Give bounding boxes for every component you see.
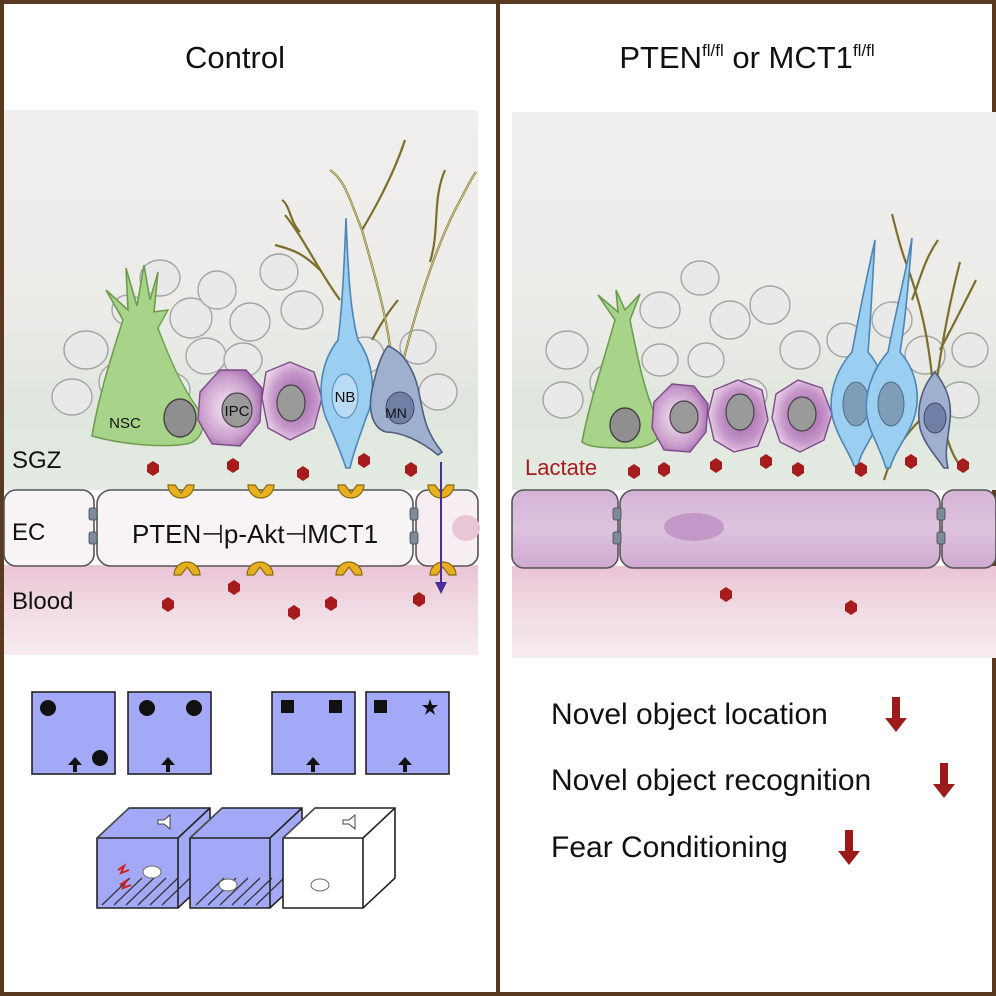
fear-conditioning-chambers bbox=[96, 807, 396, 909]
right-niche-diagram: Lactate bbox=[511, 112, 996, 658]
left-sgz-lactate-molecules bbox=[147, 453, 417, 481]
mct1-transporters bbox=[167, 484, 457, 576]
fear-conditioning-context-chamber bbox=[189, 807, 303, 909]
right-intermediate-progenitor-cells bbox=[651, 379, 833, 453]
right-granule-cells bbox=[542, 260, 989, 419]
intermediate-progenitor-cells: IPC bbox=[197, 361, 323, 447]
right-neural-stem-cell bbox=[581, 289, 663, 449]
sgz-layer-label: SGZ bbox=[12, 447, 61, 474]
ec-layer-label: EC bbox=[12, 519, 45, 546]
mn-label: MN bbox=[385, 405, 407, 421]
mature-neuron: MN bbox=[369, 345, 444, 457]
object-location-arena-training bbox=[31, 691, 116, 775]
left-blood-vessel-lumen bbox=[4, 565, 478, 655]
behavioral-outcomes: Novel object location Novel object recog… bbox=[551, 697, 955, 865]
nb-label: NB bbox=[335, 389, 356, 406]
fear-conditioning-cue-chamber bbox=[282, 807, 396, 909]
nsc-label: NSC bbox=[109, 415, 141, 432]
right-blood-vessel-lumen bbox=[512, 566, 996, 658]
neuroblast: NB bbox=[320, 217, 374, 469]
down-arrow-icon bbox=[838, 830, 860, 865]
lactate-label: Lactate bbox=[525, 455, 597, 480]
down-arrow-icon bbox=[885, 697, 907, 732]
left-blood-lactate-molecules bbox=[162, 580, 425, 620]
object-recognition-arena-test bbox=[365, 691, 450, 775]
outcome-novel-object-location: Novel object location bbox=[551, 698, 828, 731]
right-endothelial-layer bbox=[511, 489, 996, 569]
left-panel-title: Control bbox=[185, 40, 285, 75]
object-recognition-arena-training bbox=[271, 691, 356, 775]
lactate-transport-arrow bbox=[435, 462, 447, 594]
blood-layer-label: Blood bbox=[12, 588, 73, 615]
outcome-fear-conditioning: Fear Conditioning bbox=[551, 831, 788, 864]
object-location-arena-test bbox=[127, 691, 212, 775]
left-niche-diagram: NSC IPC NB bbox=[3, 110, 480, 655]
ipc-label: IPC bbox=[224, 403, 249, 420]
left-endothelial-layer bbox=[3, 489, 480, 567]
object-test-arenas bbox=[31, 691, 450, 775]
pathway-label: PTEN⊣p-Akt⊣MCT1 bbox=[132, 519, 378, 549]
right-neuroblasts bbox=[830, 237, 952, 469]
outcome-novel-object-recognition: Novel object recognition bbox=[551, 764, 871, 797]
right-panel-title: PTENfl/fl or MCT1fl/fl bbox=[619, 40, 874, 75]
neural-stem-cell: NSC bbox=[91, 264, 204, 447]
right-blood-lactate-molecules bbox=[720, 587, 857, 615]
right-sgz-lactate-molecules bbox=[628, 454, 969, 479]
down-arrow-icon bbox=[933, 763, 955, 798]
